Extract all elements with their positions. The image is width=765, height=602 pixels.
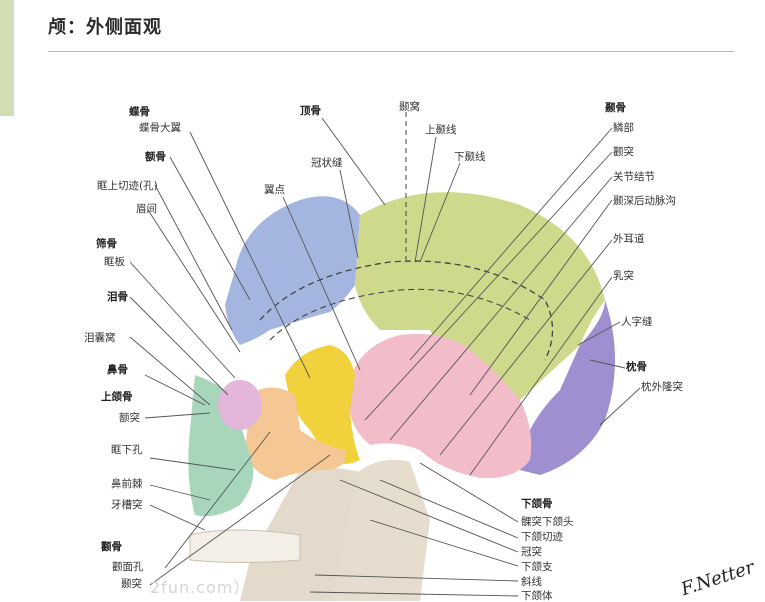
label-nasal: 鼻骨 (107, 364, 128, 376)
page-title: 颅：外侧面观 (48, 17, 162, 38)
label-articular-tubercle: 关节结节 (613, 171, 655, 183)
label-mandible: 下颌骨 (521, 498, 553, 510)
title-divider (48, 51, 734, 52)
label-sphenoid: 蝶骨 (129, 106, 150, 118)
label-zygomatic: 颧骨 (101, 541, 122, 553)
label-oblique-line: 斜线 (521, 576, 542, 588)
label-greater-wing: 蝶骨大翼 (139, 122, 181, 134)
zygomatic-bone-region (245, 387, 346, 480)
label-parietal: 顶骨 (300, 105, 321, 117)
leader-lines-bottom (309, 462, 519, 597)
maxilla-region (188, 375, 254, 517)
label-external-occipital-protuberance: 枕外隆突 (641, 381, 683, 393)
label-temporal: 颞骨 (605, 102, 626, 114)
label-zygomatic-process: 颧突 (613, 146, 634, 158)
label-coronoid-process: 冠突 (521, 546, 542, 558)
label-ramus: 下颌支 (521, 561, 553, 573)
label-coronal-suture: 冠状缝 (311, 157, 343, 169)
label-lacrimal: 泪骨 (107, 291, 128, 303)
mandible-ramus (330, 459, 430, 601)
label-mandible-body: 下颌体 (521, 590, 553, 602)
label-lacrimal-fossa: 泪囊窝 (84, 332, 116, 344)
label-inferior-temporal-line: 下颞线 (454, 151, 486, 163)
occipital-bone-region (520, 300, 615, 475)
label-pterion: 翼点 (264, 184, 285, 196)
temporal-bone-region (350, 334, 532, 479)
lacrimal-orbit-region (218, 380, 262, 430)
frontal-bone-region (225, 196, 360, 345)
leader-lines-right (364, 127, 641, 476)
label-squamous-part: 鳞部 (613, 122, 634, 134)
sphenoid-bone-region (285, 345, 360, 464)
label-lambdoid-suture: 人字缝 (621, 316, 653, 328)
label-alveolar-process: 牙槽突 (111, 499, 143, 511)
label-ethmoid: 筛骨 (96, 238, 117, 250)
label-glabella: 眉间 (136, 203, 157, 215)
superior-temporal-line (259, 260, 554, 361)
label-frontal: 额骨 (145, 151, 166, 163)
label-frontal-process: 额突 (119, 412, 140, 424)
leader-lines-top (282, 117, 461, 371)
label-anterior-nasal-spine: 鼻前棘 (111, 478, 143, 490)
accent-bar (0, 0, 14, 116)
inferior-temporal-line (269, 288, 531, 341)
label-zygomaticofacial-foramen: 颧面孔 (112, 561, 144, 573)
label-occipital: 枕骨 (626, 361, 647, 373)
label-external-acoustic-meatus: 外耳道 (613, 233, 645, 245)
label-mandibular-notch: 下颌切迹 (521, 531, 563, 543)
label-supraorbital-notch: 眶上切迹(孔) (97, 180, 158, 192)
label-maxilla: 上颌骨 (101, 391, 133, 403)
label-infraorbital-foramen: 眶下孔 (111, 444, 143, 456)
teeth-row (189, 529, 301, 563)
label-superior-temporal-line: 上颞线 (425, 124, 457, 136)
watermark: 2fun.com） (150, 578, 251, 597)
leader-lines-left (129, 131, 331, 586)
label-mastoid-process: 乳突 (613, 270, 634, 282)
label-condylar-process: 髁突下颌头 (521, 516, 574, 528)
label-temporal-fossa: 颞窝 (399, 101, 420, 113)
label-zygomatic-temporal-process: 颞突 (121, 578, 142, 590)
label-orbital-plate: 眶板 (104, 256, 125, 268)
label-groove-middle-temporal-artery: 颞深后动脉沟 (613, 195, 676, 207)
